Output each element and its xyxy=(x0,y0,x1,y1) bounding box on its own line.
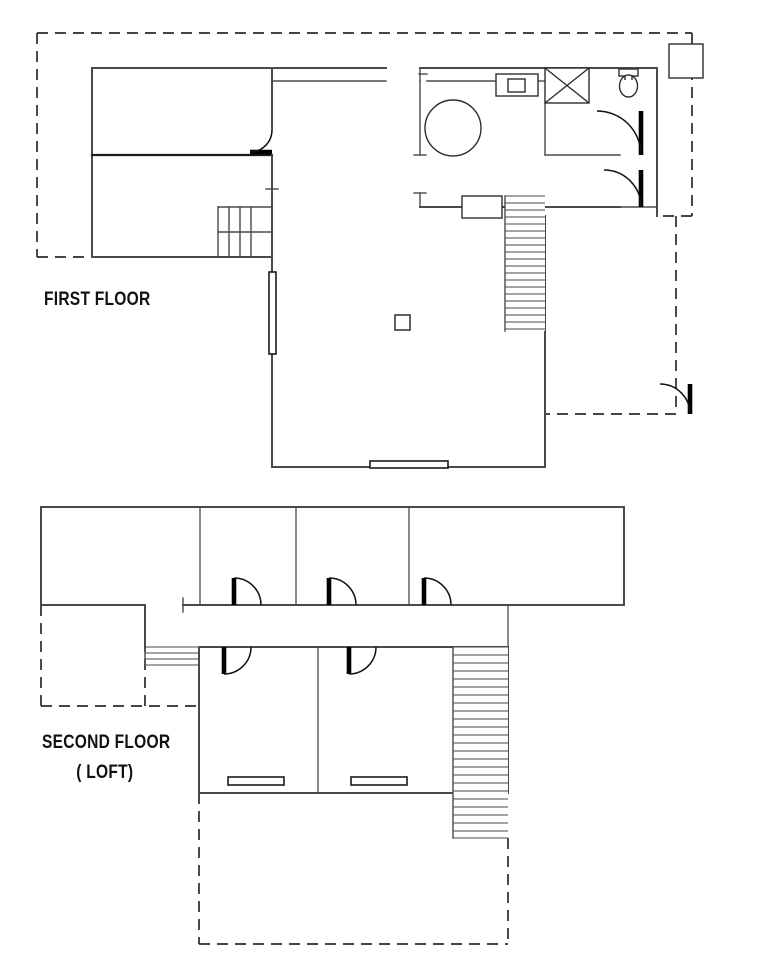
first-floor-plan: FIRST FLOOR xyxy=(36,32,704,469)
loft-door-3 xyxy=(421,577,452,606)
window-bottom-wall xyxy=(369,460,449,469)
counter-island-icon xyxy=(461,195,503,219)
first-floor-label: FIRST FLOOR xyxy=(44,288,151,310)
door-entry-lower-right xyxy=(603,169,644,208)
round-table-icon xyxy=(424,99,482,157)
window-left-wall xyxy=(268,271,277,355)
loft-stair-main xyxy=(452,646,508,839)
second-floor-label-line1: SECOND FLOOR xyxy=(42,731,171,753)
second-floor-label-line2: ( LOFT) xyxy=(76,761,133,783)
door-rear-right xyxy=(659,383,693,415)
shower-stall-icon xyxy=(544,67,590,104)
loft-window-right xyxy=(350,776,408,786)
column-icon xyxy=(394,314,411,331)
loft-window-left xyxy=(227,776,285,786)
door-left-room xyxy=(249,129,273,155)
loft-step-landing xyxy=(144,646,199,666)
door-bathroom xyxy=(596,110,644,156)
loft-door-4 xyxy=(221,646,252,675)
kitchen-sink-icon xyxy=(495,73,539,97)
outbuilding-square xyxy=(668,43,704,79)
second-floor-upper-walls xyxy=(40,506,625,648)
loft-door-1 xyxy=(231,577,262,606)
loft-door-5 xyxy=(346,646,377,675)
toilet-icon xyxy=(618,68,639,98)
interior-stair-left xyxy=(217,206,273,258)
main-stair-right xyxy=(504,195,545,332)
loft-door-2 xyxy=(326,577,357,606)
first-floor-property-boundary xyxy=(36,32,693,415)
second-floor-plan: SECOND FLOOR ( LOFT) xyxy=(40,506,625,945)
second-floor-property-boundary xyxy=(40,605,509,945)
